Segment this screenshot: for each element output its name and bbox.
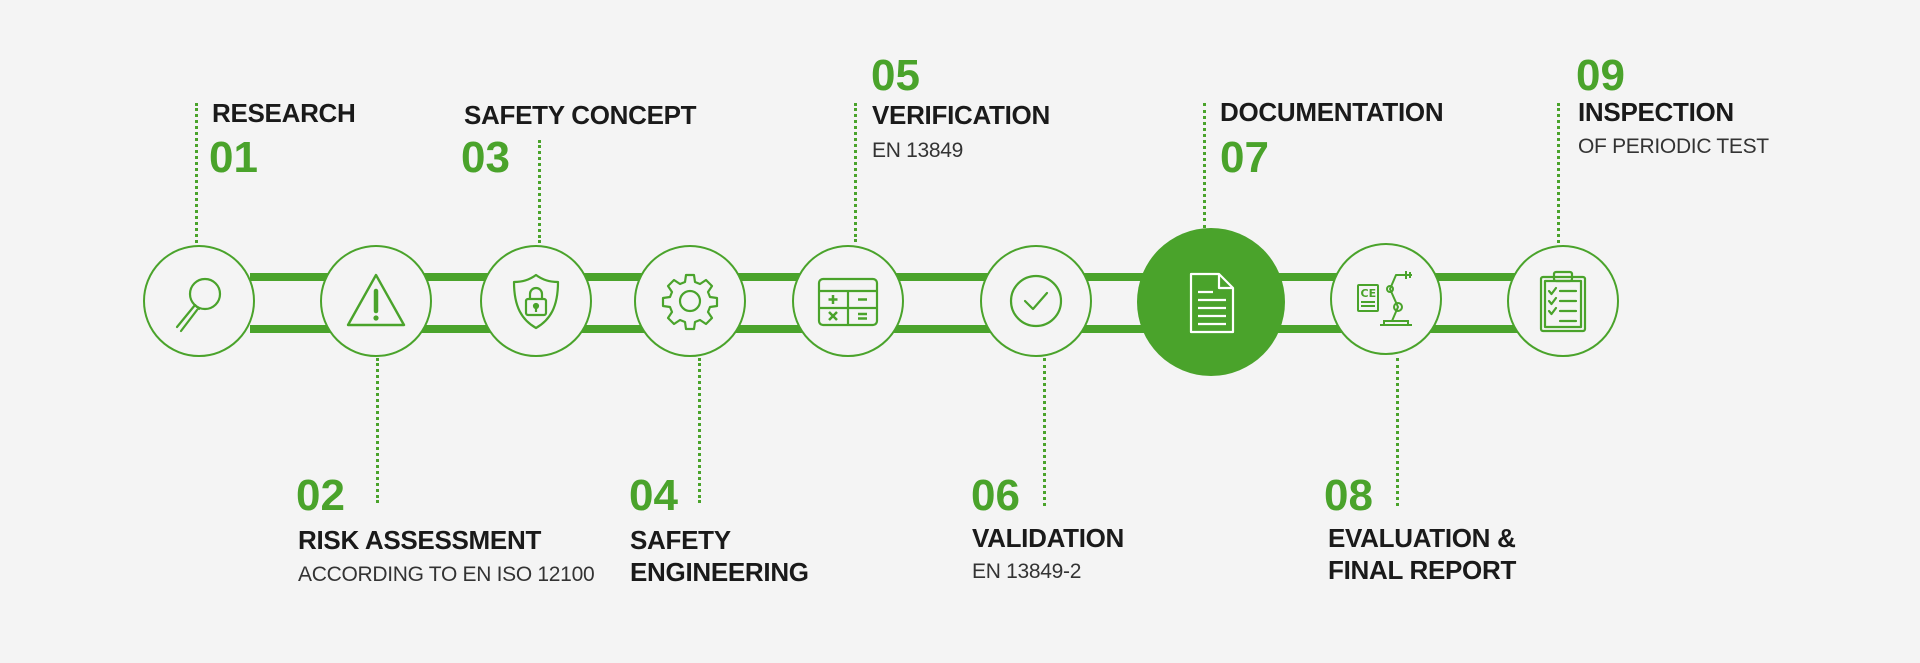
step-08-title: EVALUATION & <box>1328 523 1516 553</box>
step-03-number: 03 <box>461 133 510 182</box>
step-05-node <box>792 245 904 357</box>
calculator-icon <box>817 277 879 327</box>
connector-02 <box>376 358 379 503</box>
step-01-number: 01 <box>209 133 258 182</box>
step-09-title: INSPECTION <box>1578 97 1734 127</box>
connector-07 <box>1203 103 1206 228</box>
step-06-node <box>980 245 1092 357</box>
svg-text:CE: CE <box>1361 287 1377 300</box>
magnifier-icon <box>175 277 222 333</box>
step-02-node <box>320 245 432 357</box>
connector-01 <box>195 103 198 243</box>
document-icon <box>1189 272 1235 334</box>
checkmark-circle-icon <box>1009 274 1063 328</box>
step-01-title: RESEARCH <box>212 98 356 128</box>
connector-04 <box>698 358 701 503</box>
timeline-rail-bottom <box>250 325 1550 333</box>
warning-icon <box>346 273 406 327</box>
step-02-title: RISK ASSESSMENT <box>298 525 542 555</box>
step-07-number: 07 <box>1220 133 1269 182</box>
step-09-number: 09 <box>1576 51 1625 100</box>
step-07-node <box>1137 228 1285 376</box>
connector-08 <box>1396 358 1399 506</box>
connector-06 <box>1043 358 1046 506</box>
step-04-title: SAFETY <box>630 525 731 555</box>
step-06-title: VALIDATION <box>972 523 1125 553</box>
connector-05 <box>854 103 857 242</box>
step-05-title: VERIFICATION <box>872 100 1050 130</box>
step-04-number: 04 <box>629 471 678 520</box>
shield-lock-icon <box>512 273 560 330</box>
step-04-title-line2: ENGINEERING <box>630 557 809 587</box>
connector-09 <box>1557 103 1560 243</box>
step-08-number: 08 <box>1324 471 1373 520</box>
timeline-rail-top <box>250 273 1550 281</box>
step-06-number: 06 <box>971 471 1020 520</box>
step-03-title: SAFETY CONCEPT <box>464 100 697 130</box>
step-08-title-line2: FINAL REPORT <box>1328 555 1517 585</box>
step-03-node <box>480 245 592 357</box>
step-05-number: 05 <box>871 51 920 100</box>
step-02-subtitle: ACCORDING TO EN ISO 12100 <box>298 563 595 586</box>
step-07-title: DOCUMENTATION <box>1220 97 1444 127</box>
robot-arm-ce-icon: CE <box>1357 271 1412 326</box>
gear-icon <box>661 273 719 331</box>
step-05-subtitle: EN 13849 <box>872 139 964 162</box>
step-08-node: CE <box>1330 243 1442 355</box>
step-09-node <box>1507 245 1619 357</box>
step-04-node <box>634 245 746 357</box>
step-06-subtitle: EN 13849-2 <box>972 560 1082 583</box>
step-09-subtitle: OF PERIODIC TEST <box>1578 135 1769 158</box>
connector-03 <box>538 140 541 243</box>
clipboard-checklist-icon <box>1539 270 1587 333</box>
step-01-node <box>143 245 255 357</box>
step-02-number: 02 <box>296 471 345 520</box>
